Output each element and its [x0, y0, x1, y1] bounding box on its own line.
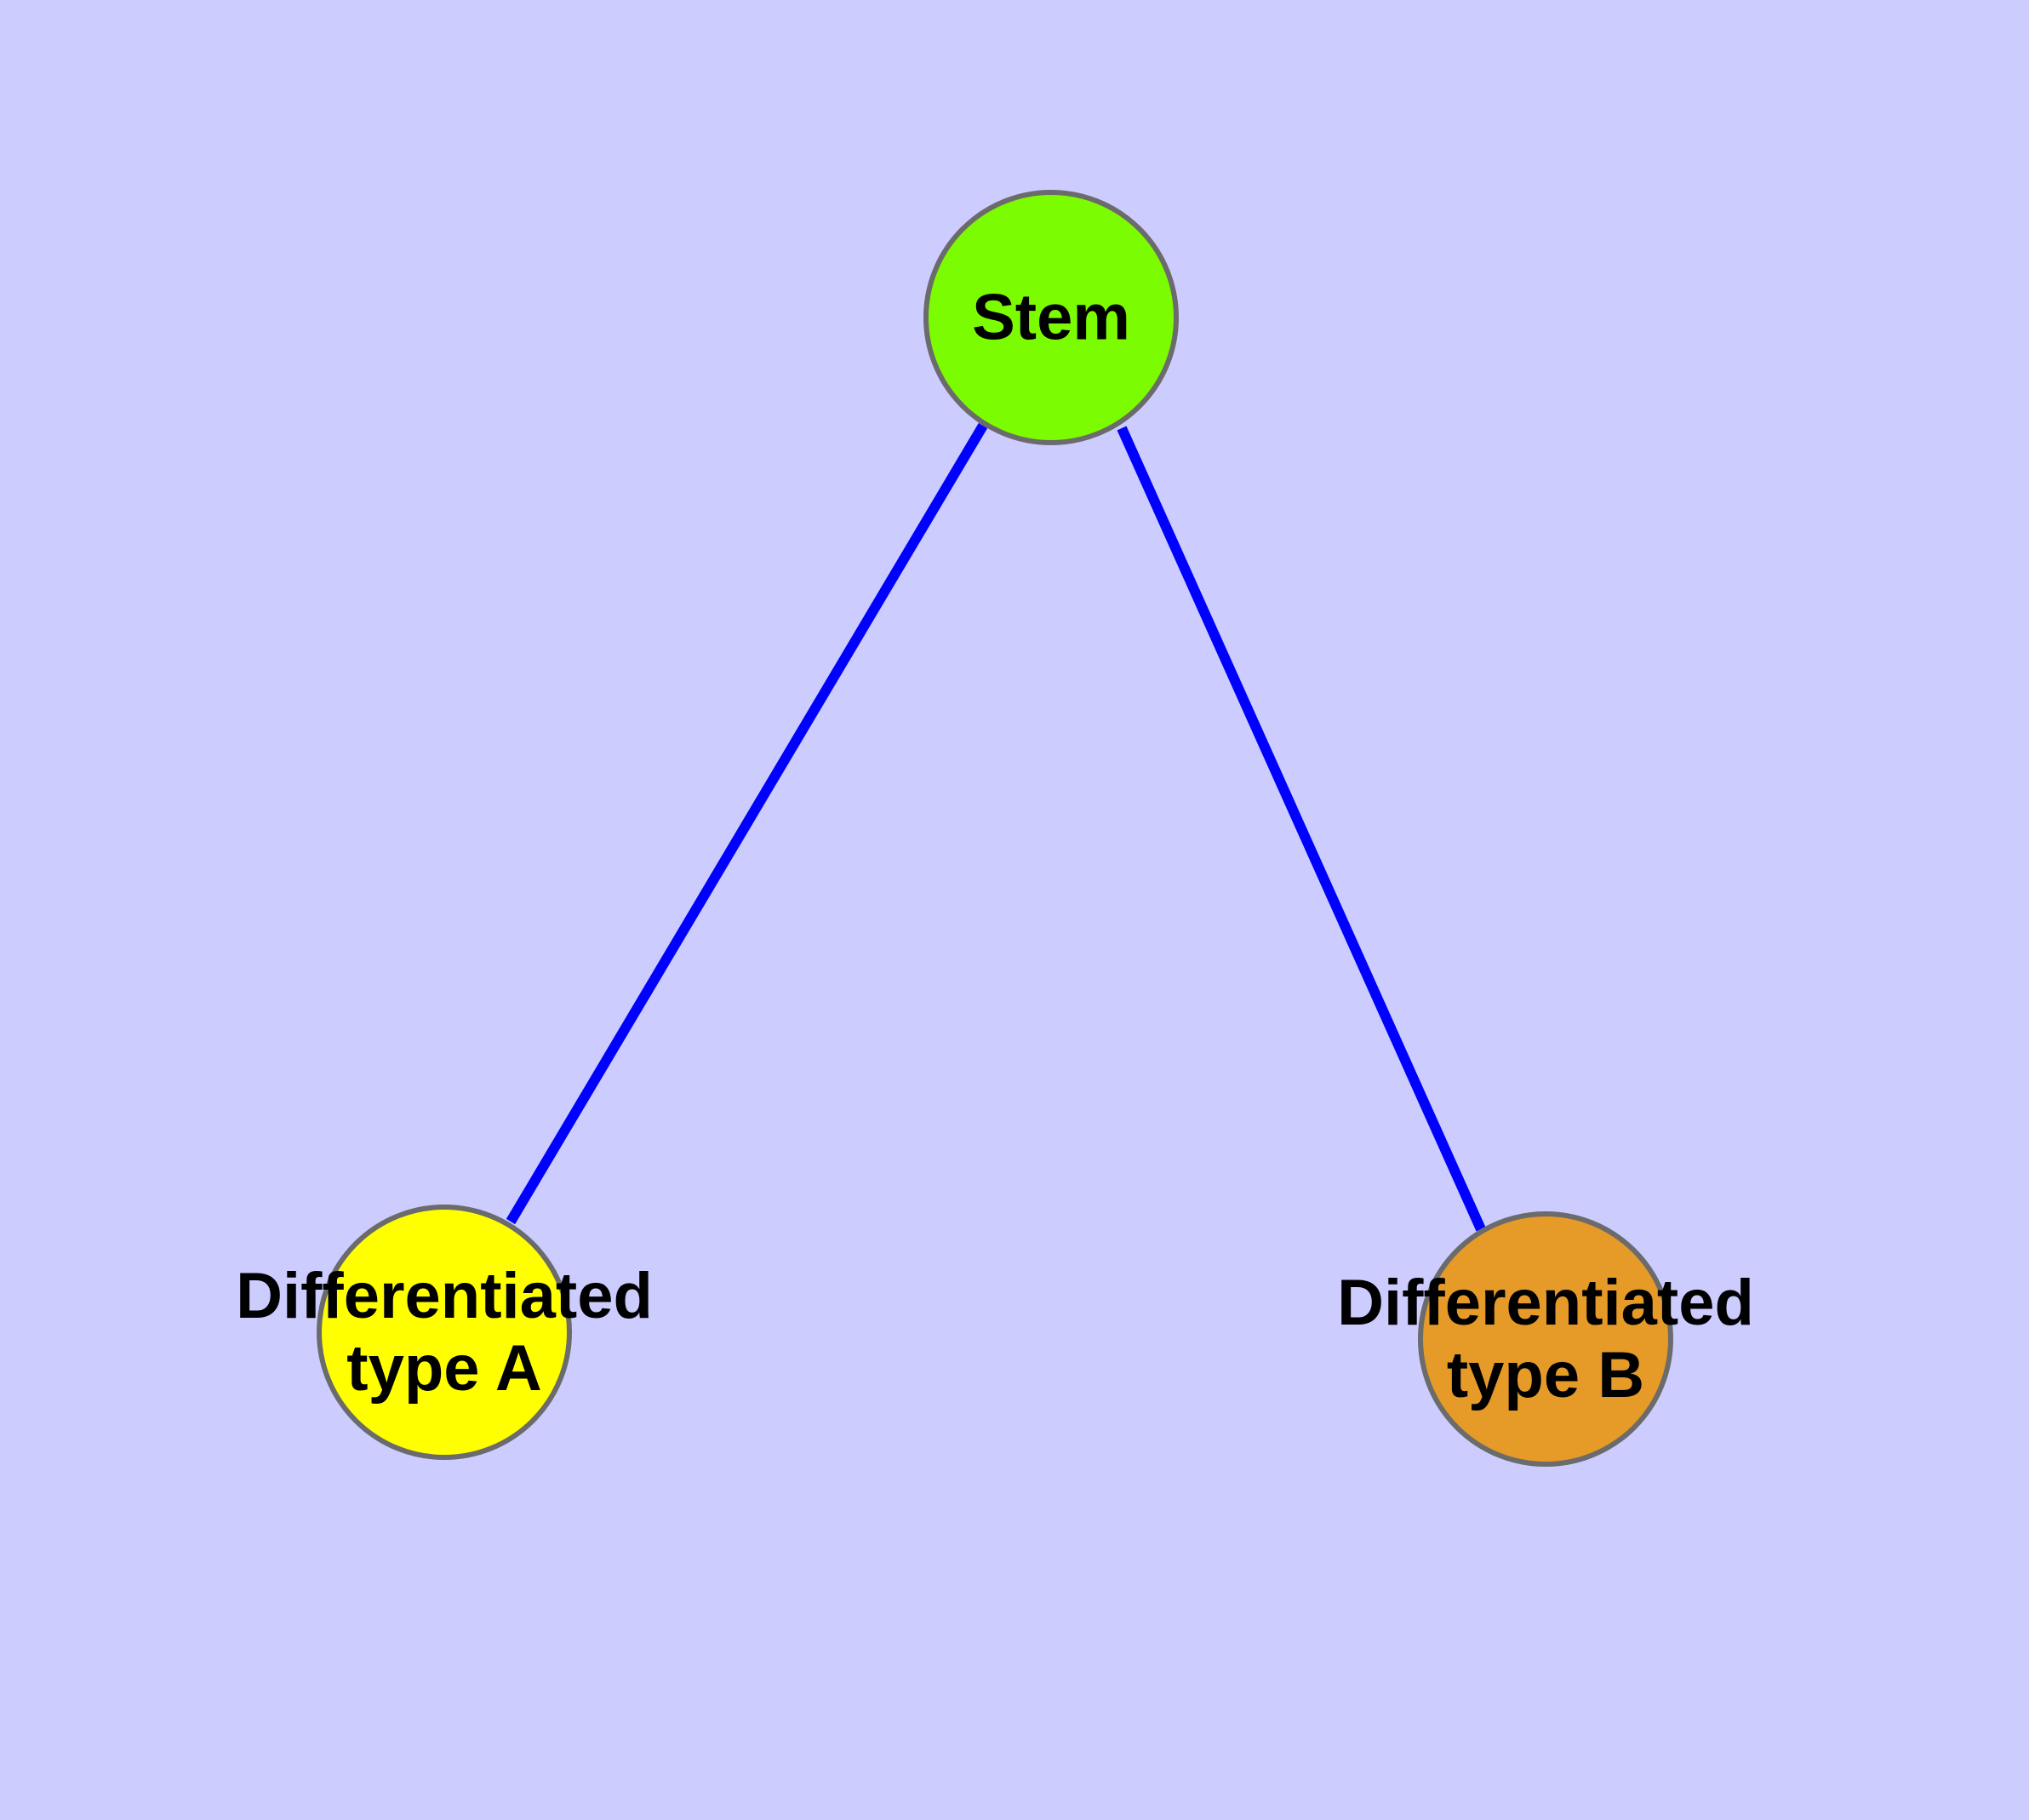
- node-stem[interactable]: [923, 190, 1179, 445]
- node-differentiated-type-b[interactable]: [1418, 1211, 1673, 1467]
- node-differentiated-type-a[interactable]: [317, 1205, 572, 1460]
- edge-stem-to-differentiated-type-b[interactable]: [1117, 426, 1486, 1232]
- edge-stem-to-differentiated-type-a[interactable]: [506, 422, 988, 1225]
